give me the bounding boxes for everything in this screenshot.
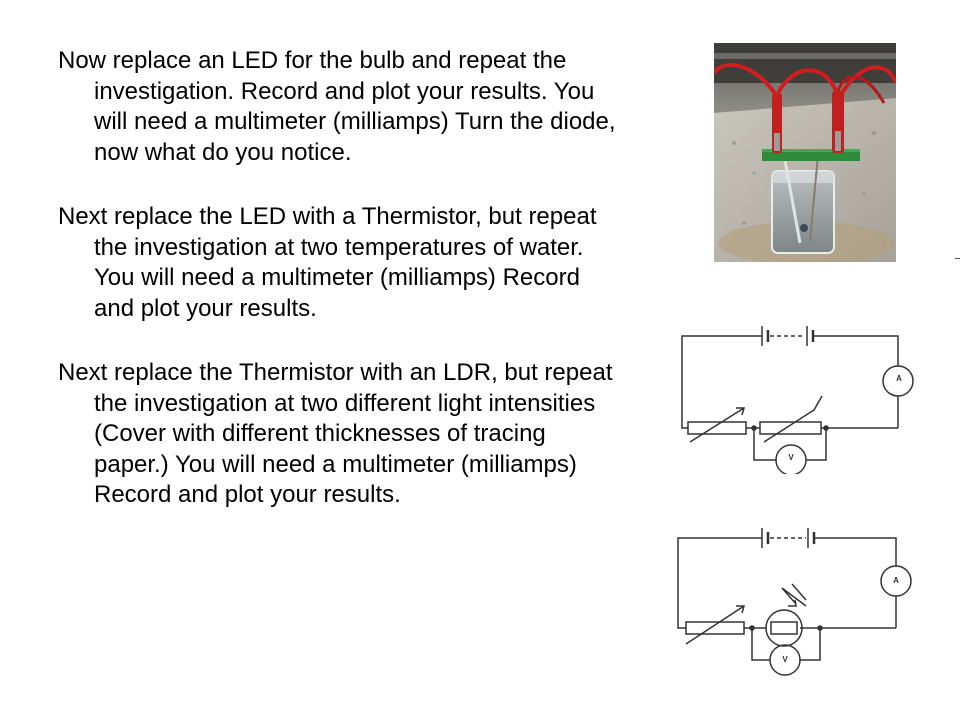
ammeter-label-1: A xyxy=(896,374,902,383)
instruction-led: Now replace an LED for the bulb and repe… xyxy=(58,47,616,166)
instruction-text-block: Now replace an LED for the bulb and repe… xyxy=(58,46,618,545)
ldr-circuit-diagram xyxy=(674,514,924,684)
thermistor-circuit-diagram xyxy=(676,314,926,476)
instruction-ldr: Next replace the Thermistor with an LDR,… xyxy=(58,359,613,508)
instruction-thermistor: Next replace the LED with a Thermistor, … xyxy=(58,203,597,322)
voltmeter-label-2: V xyxy=(782,655,788,664)
stray-mark xyxy=(955,258,960,259)
voltmeter-label-1: V xyxy=(788,453,794,462)
ammeter-label-2: A xyxy=(893,576,899,585)
thermistor-beaker-photo xyxy=(714,43,896,262)
